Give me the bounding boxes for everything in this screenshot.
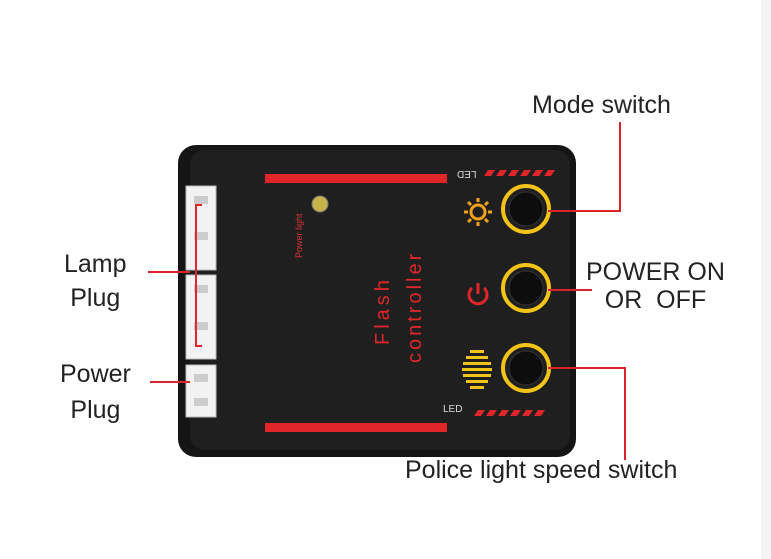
power-button[interactable] (501, 263, 551, 313)
power-light-label: Power light (294, 213, 304, 258)
striped-lozenge-icon (462, 350, 492, 389)
power-plug-connector (185, 364, 217, 418)
mode-button[interactable] (501, 184, 551, 234)
device-title-line1: Flash (372, 276, 394, 345)
lamp-plug-connectors (185, 185, 217, 360)
top-stripes (484, 170, 555, 176)
device-title-line2: controller (404, 250, 426, 363)
speed-button[interactable] (501, 343, 551, 393)
sun-icon (464, 198, 492, 226)
led-label-bottom: LED (443, 404, 463, 415)
top-red-bar (265, 174, 447, 183)
led-label-top: LED (457, 168, 477, 179)
power-on-off-label: POWER ON OR OFF (586, 258, 725, 314)
lamp-plug-label: Lamp Plug (64, 250, 127, 312)
callout-lines (148, 122, 626, 460)
mode-switch-label: Mode switch (532, 91, 671, 119)
bottom-red-bar (265, 423, 447, 432)
power-icon (467, 283, 489, 306)
background-edge (761, 0, 771, 559)
power-light-led (311, 195, 329, 213)
bottom-stripes (474, 410, 545, 416)
police-light-speed-label: Police light speed switch (405, 456, 678, 484)
power-plug-label: Power Plug (60, 360, 131, 424)
